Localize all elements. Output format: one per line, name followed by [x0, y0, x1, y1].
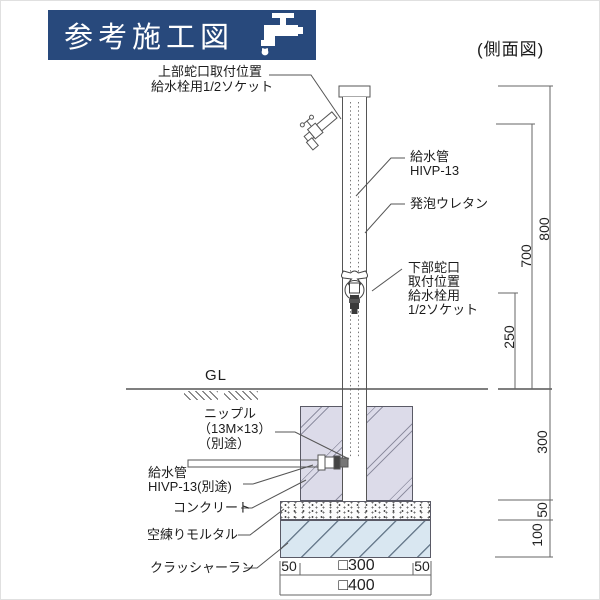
- label-concrete: コンクリート: [173, 500, 252, 515]
- ground-hatch-mark: [184, 391, 218, 400]
- label-lower-faucet-line4: 1/2ソケット: [408, 302, 479, 317]
- label-lower-faucet-line1: 下部蛇口: [408, 260, 461, 275]
- label-lower-faucet-line3: 給水栓用: [408, 288, 461, 303]
- post-channel: [343, 404, 367, 502]
- label-nipple-line3: （別途）: [198, 436, 251, 451]
- view-label: (側面図): [477, 40, 545, 59]
- dim-bottom-400: □400: [338, 577, 375, 594]
- crusher-run-layer: [280, 520, 431, 558]
- label-upper-faucet-line2: 給水栓用1/2ソケット: [151, 79, 274, 94]
- dry-mortar-layer: [280, 501, 431, 520]
- page-title: 参考施工図: [64, 22, 235, 54]
- lower-faucet-icon: [341, 270, 368, 314]
- label-supply-pipe-line2: HIVP-13: [410, 163, 460, 178]
- upper-faucet-icon: [299, 111, 338, 151]
- label-buried-pipe-line1: 給水管: [148, 465, 188, 480]
- label-foam-urethane: 発泡ウレタン: [410, 196, 489, 211]
- label-lower-faucet-line2: 取付位置: [408, 274, 461, 289]
- label-ground-level: GL: [205, 367, 228, 384]
- label-nipple-line1: ニップル: [204, 406, 257, 421]
- dim-250: 250: [501, 325, 517, 349]
- dim-bottom-300: □300: [338, 557, 375, 574]
- label-dry-mortar: 空練りモルタル: [147, 527, 239, 542]
- label-crusher-run: クラッシャーラン: [150, 560, 255, 575]
- dim-800: 800: [536, 217, 552, 241]
- dim-bottom-50-left: 50: [281, 558, 297, 574]
- faucet-icon: [261, 13, 303, 56]
- dim-bottom-50-right: 50: [414, 558, 430, 574]
- label-supply-pipe-line1: 給水管: [410, 149, 450, 164]
- dim-300: 300: [534, 430, 550, 454]
- label-nipple-line2: （13M×13）: [198, 421, 272, 436]
- label-buried-pipe-line2: HIVP-13(別途): [148, 479, 232, 494]
- dim-100-crusher: 100: [529, 523, 545, 547]
- ground-hatch-mark: [224, 391, 258, 400]
- title-banner: 参考施工図: [48, 10, 316, 60]
- dim-700: 700: [518, 244, 534, 268]
- label-upper-faucet-line1: 上部蛇口取付位置: [158, 64, 263, 79]
